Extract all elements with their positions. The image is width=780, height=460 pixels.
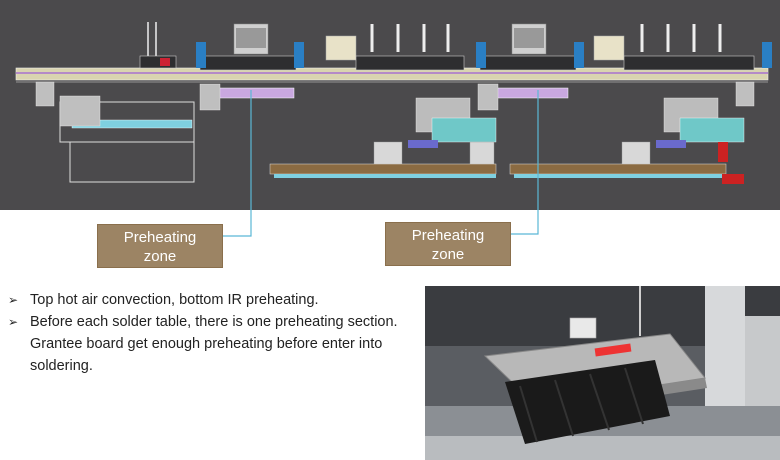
callout-label: Preheating (411, 226, 485, 244)
arrow-right-icon: ➢ (8, 315, 19, 329)
callout-label: zone (431, 245, 465, 263)
preheating-unit-photo (425, 286, 780, 460)
arrow-right-icon: ➢ (8, 293, 19, 307)
callout-label: zone (143, 247, 177, 265)
machine-cad-drawing (0, 0, 780, 210)
callout-label: Preheating (123, 228, 197, 246)
feature-bullet-list: ➢Top hot air convection, bottom IR prehe… (8, 289, 408, 377)
list-item: ➢Before each solder table, there is one … (8, 311, 408, 377)
list-item: ➢Top hot air convection, bottom IR prehe… (8, 289, 408, 311)
